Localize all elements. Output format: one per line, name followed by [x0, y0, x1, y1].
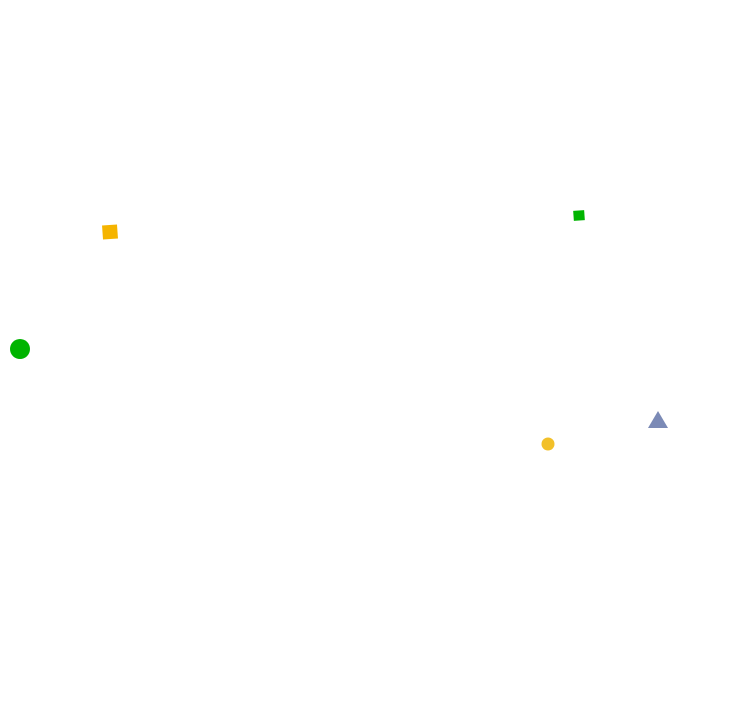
- green-circle-shape: [10, 339, 30, 359]
- green-square-shape: [573, 210, 585, 221]
- blue-triangle-shape: [648, 411, 668, 428]
- orange-square-shape: [102, 224, 118, 240]
- yellow-circle-shape: [541, 437, 555, 451]
